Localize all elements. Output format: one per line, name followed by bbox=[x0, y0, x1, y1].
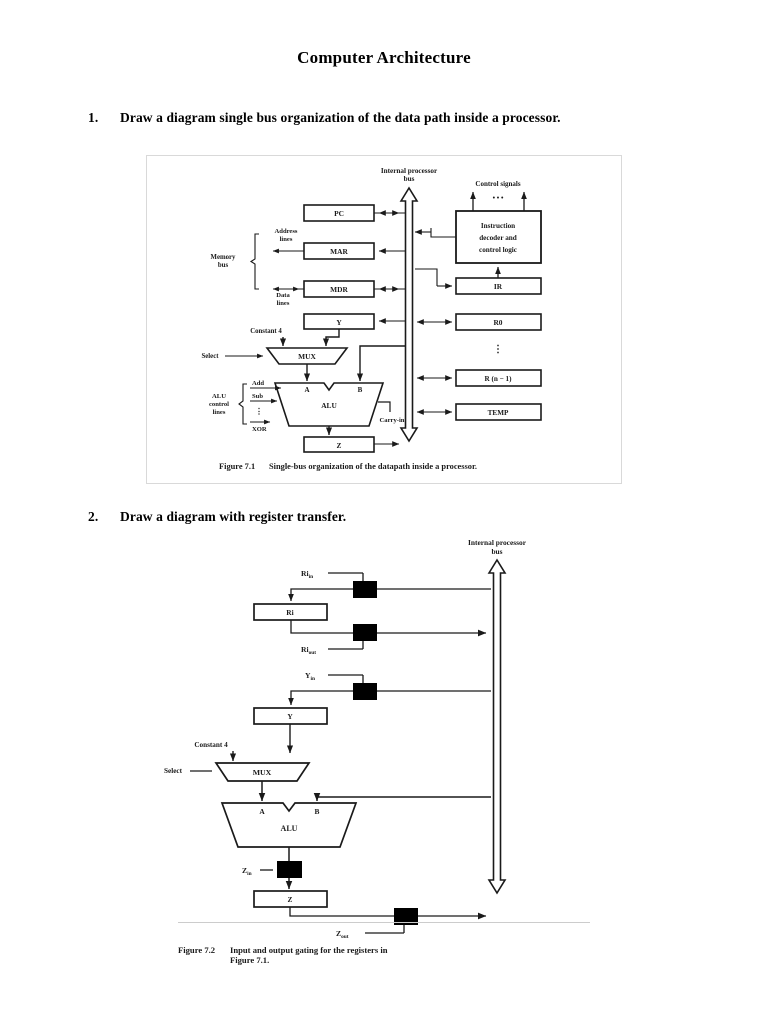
alu-op-label-sub: Sub bbox=[252, 393, 263, 400]
figure-7-2-caption-text-1: Input and output gating for the register… bbox=[230, 945, 388, 955]
register-label-mdr: MDR bbox=[330, 285, 348, 294]
decoder-label-1: Instruction bbox=[481, 222, 515, 230]
question-2-number: 2. bbox=[88, 509, 99, 524]
register-label-z: Z bbox=[288, 895, 293, 904]
register-label-mar: MAR bbox=[330, 247, 348, 256]
carry-in-label: Carry-in bbox=[380, 417, 405, 424]
control-signals-label: Control signals bbox=[475, 180, 520, 188]
data-lines-label-2: lines bbox=[277, 300, 290, 307]
z-out-label: Zout bbox=[336, 929, 349, 940]
figure-7-2-container: Internal processor bus Riin Ri Riout Yin bbox=[150, 535, 620, 965]
register-box-y: Y bbox=[303, 313, 375, 330]
figure-7-1-diagram: Internal processor bus PC MAR Address li… bbox=[202, 167, 542, 471]
gate-ri-in bbox=[353, 581, 377, 598]
bus-label-line1: Internal processor bbox=[468, 538, 527, 547]
register-label-y: Y bbox=[287, 712, 293, 721]
figure-7-2-caption-text-2: Figure 7.1. bbox=[230, 955, 269, 965]
y-in-label: Yin bbox=[305, 671, 315, 682]
constant-4-label: Constant 4 bbox=[194, 741, 228, 749]
alu-block: ALU A B bbox=[273, 382, 385, 427]
mux-label: MUX bbox=[253, 768, 272, 777]
alu-control-label-2: control bbox=[209, 401, 229, 408]
bus-label-line2: bus bbox=[491, 547, 502, 556]
register-label-rn1: R (n − 1) bbox=[484, 375, 512, 383]
memory-bus-brace bbox=[249, 233, 259, 290]
internal-processor-bus bbox=[399, 186, 419, 443]
address-lines-label-1: Address bbox=[275, 228, 298, 235]
alu-label: ALU bbox=[281, 824, 298, 833]
alu-input-b-label: B bbox=[358, 386, 363, 394]
register-box-mar: MAR bbox=[303, 242, 375, 260]
register-box-mdr: MDR bbox=[303, 280, 375, 298]
alu-op-label-xor: XOR bbox=[252, 426, 267, 433]
memory-bus-label-1: Memory bbox=[211, 254, 237, 261]
register-label-ri: Ri bbox=[286, 608, 293, 617]
constant-4-label: Constant 4 bbox=[250, 328, 282, 335]
bus-label-line1: Internal processor bbox=[381, 167, 438, 175]
mux-block: MUX bbox=[214, 762, 311, 782]
register-ellipsis: ⋮ bbox=[493, 344, 503, 355]
figure-7-1-caption-text: Single-bus organization of the datapath … bbox=[269, 462, 477, 471]
register-box-z: Z bbox=[253, 890, 328, 908]
page-title: Computer Architecture bbox=[297, 48, 471, 67]
select-label: Select bbox=[164, 767, 183, 775]
alu-control-label-1: ALU bbox=[212, 393, 226, 400]
register-label-z: Z bbox=[337, 441, 342, 450]
internal-processor-bus bbox=[487, 558, 507, 895]
alu-control-label-3: lines bbox=[213, 409, 226, 416]
register-label-temp: TEMP bbox=[488, 409, 509, 417]
instruction-decoder-block: Instruction decoder and control logic bbox=[455, 210, 542, 264]
register-box-z: Z bbox=[303, 436, 375, 453]
register-label-r0: R0 bbox=[493, 318, 502, 327]
question-item-2: 2. Draw a diagram with register transfer. bbox=[88, 509, 708, 525]
alu-block: ALU A B bbox=[220, 802, 358, 848]
alu-control-brace bbox=[238, 383, 247, 425]
mux-block: MUX bbox=[265, 347, 349, 365]
decoder-label-2: decoder and bbox=[479, 234, 517, 242]
alu-label: ALU bbox=[321, 401, 337, 410]
alu-ops-ellipsis: ⋮ bbox=[255, 407, 263, 416]
register-label-ir: IR bbox=[494, 282, 503, 291]
register-label-y: Y bbox=[336, 318, 342, 327]
register-box-y: Y bbox=[253, 707, 328, 725]
register-box-pc: PC bbox=[303, 204, 375, 222]
figure-7-1-container: Internal processor bus PC MAR Address li… bbox=[146, 155, 622, 484]
figure-7-2-diagram: Internal processor bus Riin Ri Riout Yin bbox=[164, 538, 527, 908]
register-box-temp: TEMP bbox=[455, 403, 542, 421]
decoder-label-3: control logic bbox=[479, 246, 518, 254]
question-item-1: 1. Draw a diagram single bus organization… bbox=[88, 110, 708, 126]
register-box-r0: R0 bbox=[455, 313, 542, 331]
alu-op-label-add: Add bbox=[252, 380, 264, 387]
page-divider-rule bbox=[178, 922, 590, 923]
address-lines-label-2: lines bbox=[280, 236, 293, 243]
figure-7-1-caption-label: Figure 7.1 bbox=[219, 462, 255, 471]
alu-input-a-label: A bbox=[259, 807, 265, 816]
register-label-pc: PC bbox=[334, 209, 344, 218]
alu-input-a-label: A bbox=[304, 386, 309, 394]
figure-7-2-footer: Zout Figure 7.2 Input and output gating … bbox=[178, 907, 487, 965]
gate-ri-out bbox=[353, 624, 377, 641]
mux-label: MUX bbox=[298, 352, 316, 361]
figure-7-2-caption-label: Figure 7.2 bbox=[178, 945, 215, 955]
z-in-label: Zin bbox=[242, 866, 252, 877]
register-box-ir: IR bbox=[455, 277, 542, 295]
question-2-text: Draw a diagram with register transfer. bbox=[120, 509, 347, 524]
question-1-number: 1. bbox=[88, 110, 99, 125]
question-1-text: Draw a diagram single bus organization o… bbox=[120, 110, 561, 125]
data-lines-label-1: Data bbox=[276, 292, 290, 299]
gate-z-in bbox=[277, 861, 302, 878]
memory-bus-label-2: bus bbox=[218, 262, 229, 269]
alu-input-b-label: B bbox=[315, 807, 320, 816]
bus-label-line2: bus bbox=[404, 175, 415, 183]
ri-in-label: Riin bbox=[301, 569, 313, 580]
register-box-ri: Ri bbox=[253, 603, 328, 621]
gate-y-in bbox=[353, 683, 377, 700]
control-signals-dots: • • • bbox=[493, 194, 504, 202]
gate-z-out bbox=[394, 908, 418, 925]
register-box-rn1: R (n − 1) bbox=[455, 369, 542, 387]
select-label: Select bbox=[202, 353, 220, 360]
ri-out-label: Riout bbox=[301, 645, 316, 656]
